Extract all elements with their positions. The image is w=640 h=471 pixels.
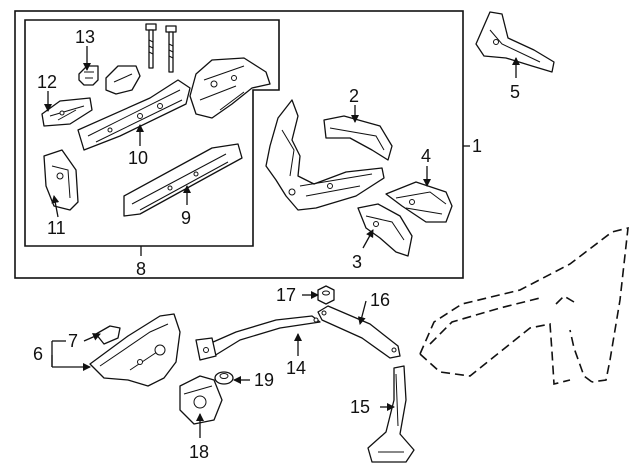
part-14-strut[interactable] (195, 315, 321, 361)
callout-2: 2 (349, 86, 359, 106)
callout-14: 14 (286, 358, 306, 378)
leader-lines (44, 46, 520, 438)
part-12-bracket[interactable] (41, 97, 93, 127)
callout-10: 10 (128, 148, 148, 168)
front-fender-outline (419, 226, 629, 386)
callout-7: 7 (68, 331, 78, 351)
callout-13: 13 (75, 27, 95, 47)
part-19-nut[interactable] (214, 371, 234, 385)
callout-4: 4 (421, 146, 431, 166)
part-1-apron-assembly[interactable] (265, 99, 385, 211)
callout-19: 19 (254, 370, 274, 390)
callout-6: 6 (33, 344, 43, 364)
part-17-nut[interactable] (317, 285, 335, 305)
callout-17: 17 (276, 285, 296, 305)
part-5-reinforcement[interactable] (475, 11, 555, 73)
part-16-brace[interactable] (317, 305, 401, 359)
part-2-bracket[interactable] (323, 115, 393, 161)
callout-18: 18 (189, 442, 209, 462)
callout-15: 15 (350, 397, 370, 417)
part-9-lower-rail[interactable] (123, 143, 243, 217)
part-18-plate[interactable] (179, 375, 223, 425)
outer-assembly-box (14, 10, 464, 279)
callout-8: 8 (136, 259, 146, 279)
callout-16: 16 (370, 290, 390, 310)
part-4-support[interactable] (385, 181, 453, 223)
callout-12: 12 (37, 72, 57, 92)
callout-3: 3 (352, 252, 362, 272)
small-mount-bracket[interactable] (105, 65, 141, 95)
inner-assembly-box (24, 19, 280, 247)
bolt-pair[interactable] (145, 23, 177, 73)
part-7-bracket[interactable] (95, 325, 121, 345)
part-13-clip[interactable] (78, 65, 99, 86)
callout-9: 9 (181, 208, 191, 228)
part-15-bracket[interactable] (367, 365, 415, 463)
part-10-rail[interactable] (77, 79, 191, 151)
part-11-gusset[interactable] (43, 149, 79, 211)
callout-1: 1 (472, 136, 482, 156)
part-3-mount[interactable] (357, 203, 413, 257)
callout-11: 11 (47, 218, 66, 238)
callout-5: 5 (510, 82, 520, 102)
part-6-lower-apron[interactable] (89, 313, 181, 387)
upper-apron-bracket[interactable] (189, 57, 271, 119)
